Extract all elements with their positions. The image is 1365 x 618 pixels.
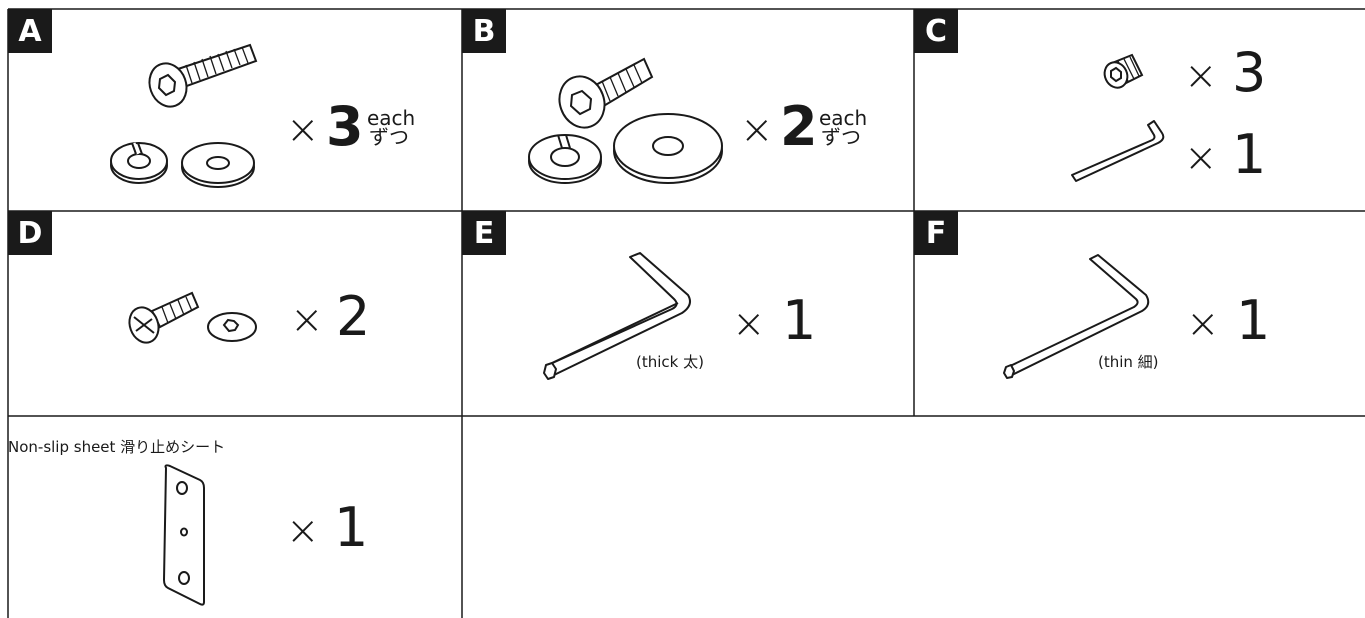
flat-washer-icon <box>608 109 728 189</box>
non-slip-sheet-icon <box>158 462 210 608</box>
part-d-cell: D × 2 <box>8 211 462 416</box>
part-f-cell: F (thin 細) × 1 <box>914 211 1365 416</box>
part-e-letter: E <box>462 211 506 255</box>
socket-bolt-icon <box>138 37 268 117</box>
thick-caption: (thick 太) <box>636 351 704 372</box>
part-c-hex-key-quantity: 1 <box>1232 123 1266 186</box>
split-washer-icon <box>104 137 174 187</box>
each-label-jp: ずつ <box>369 127 409 147</box>
part-e-quantity: 1 <box>782 289 816 352</box>
times-sign: × <box>732 301 766 347</box>
part-c-letter: C <box>914 9 958 53</box>
each-label-jp: ずつ <box>821 127 861 147</box>
part-a-cell: A × 3 each <box>8 9 462 211</box>
part-a-letter: A <box>8 9 52 53</box>
part-b-quantity: 2 <box>780 95 818 158</box>
flat-washer-icon <box>178 137 258 192</box>
times-sign: × <box>1186 301 1220 347</box>
part-b-letter: B <box>462 9 506 53</box>
split-washer-icon <box>520 127 610 187</box>
times-sign: × <box>740 107 774 153</box>
times-sign: × <box>1184 53 1218 99</box>
part-d-quantity: 2 <box>336 285 370 348</box>
part-c-set-screw-quantity: 3 <box>1232 41 1266 104</box>
times-sign: × <box>286 508 320 554</box>
times-sign: × <box>1184 135 1218 181</box>
part-b-cell: B × 2 each ずつ <box>462 9 914 211</box>
times-sign: × <box>290 297 324 343</box>
non-slip-sheet-quantity: 1 <box>334 496 368 559</box>
thin-caption: (thin 細) <box>1098 351 1159 372</box>
part-f-quantity: 1 <box>1236 289 1270 352</box>
hex-key-icon <box>1066 117 1176 197</box>
non-slip-sheet-label: Non-slip sheet 滑り止めシート <box>8 436 225 457</box>
part-a-quantity: 3 <box>326 95 364 158</box>
part-c-cell: C × 3 × 1 <box>914 9 1365 211</box>
part-e-cell: E (thick 太) × 1 <box>462 211 914 416</box>
toothed-washer-icon <box>204 309 260 345</box>
times-sign: × <box>286 107 320 153</box>
truss-screw-icon <box>120 287 210 347</box>
set-screw-icon <box>1098 49 1148 94</box>
part-f-letter: F <box>914 211 958 255</box>
part-d-letter: D <box>8 211 52 255</box>
